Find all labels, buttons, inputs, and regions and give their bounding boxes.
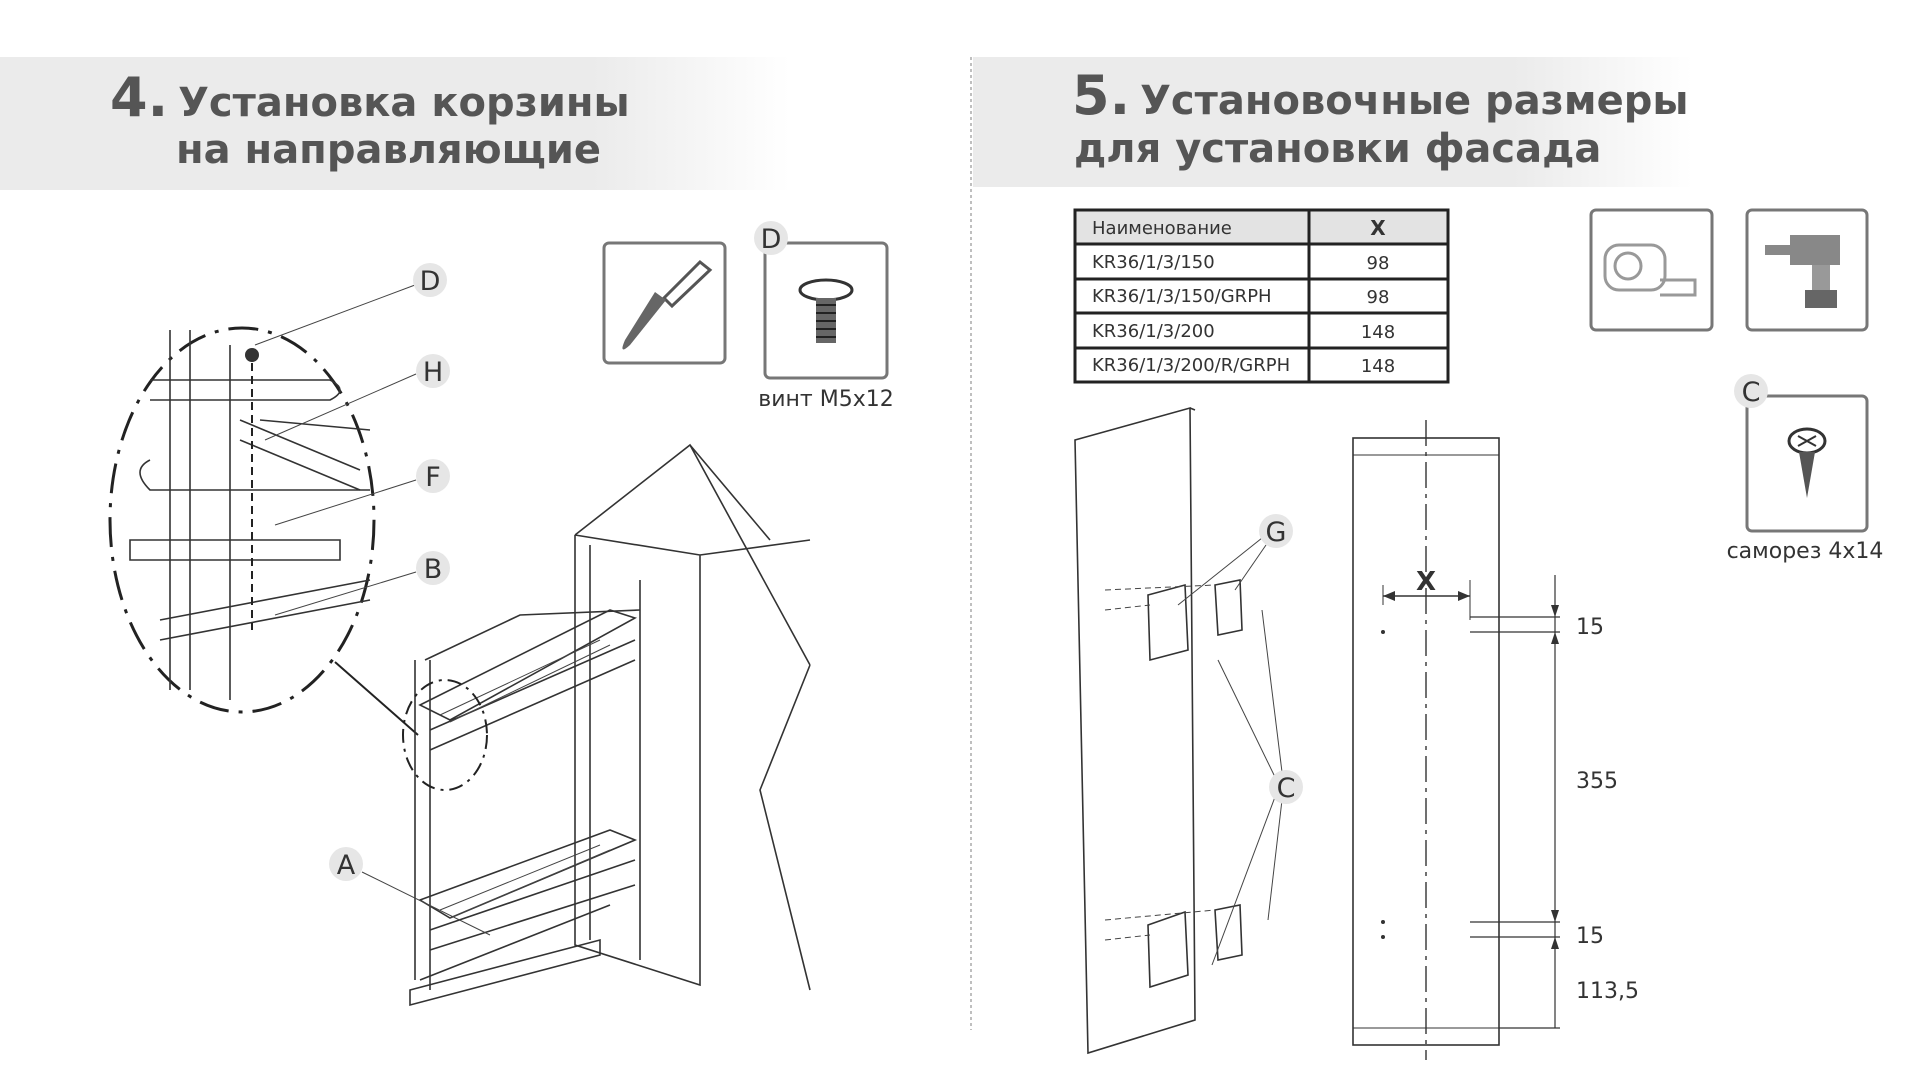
self-tapping-screw-label-badge — [1734, 374, 1768, 408]
section4-number: 4. — [110, 66, 168, 129]
dimension-spacing: 355 — [1576, 769, 1618, 794]
section4-title-line2: на направляющие — [176, 127, 601, 173]
callout-c: C — [1211, 609, 1303, 966]
drill-icon — [1745, 208, 1869, 332]
facade-front-dimensions — [1352, 420, 1560, 1060]
callout-h: H — [264, 354, 450, 441]
svg-text:C: C — [1277, 773, 1296, 804]
svg-text:KR36/1/3/200: KR36/1/3/200 — [1092, 321, 1215, 342]
screw-label: D — [761, 224, 782, 255]
svg-text:H: H — [423, 357, 443, 388]
callout-f: F — [274, 459, 450, 526]
svg-text:D: D — [420, 266, 441, 297]
dimension-x: X — [1416, 567, 1436, 597]
section4-title: 4.Установка корзины — [110, 66, 630, 129]
screwdriver-icon — [602, 241, 727, 365]
dimension-top-offset: 15 — [1576, 615, 1604, 640]
basket-detail-view — [108, 326, 376, 714]
table-row: KR36/1/3/150 98 — [1092, 252, 1389, 274]
dimension-bottom-offset: 15 — [1576, 924, 1604, 949]
section5-title: 5.Установочные размеры — [1072, 64, 1689, 127]
facade-panel — [1074, 406, 1243, 1055]
table-row: KR36/1/3/150/GRPH 98 — [1092, 286, 1389, 308]
callout-b: B — [274, 551, 450, 616]
section4-title-line1: Установка корзины — [178, 80, 630, 126]
table-row: KR36/1/3/200 148 — [1092, 321, 1395, 343]
svg-text:KR36/1/3/150: KR36/1/3/150 — [1092, 252, 1215, 273]
section5-title-line2: для установки фасада — [1074, 126, 1601, 172]
screw-caption: винт М5х12 — [758, 387, 893, 412]
svg-text:KR36/1/3/150/GRPH: KR36/1/3/150/GRPH — [1092, 286, 1272, 307]
svg-text:98: 98 — [1367, 287, 1390, 308]
table-header-x: X — [1370, 216, 1386, 240]
svg-text:A: A — [337, 850, 356, 881]
self-tapping-screw-caption: саморез 4х14 — [1727, 539, 1884, 564]
svg-text:148: 148 — [1361, 322, 1395, 343]
dimension-bottom: 113,5 — [1576, 979, 1639, 1004]
svg-text:G: G — [1266, 517, 1287, 548]
callout-d: D — [254, 263, 447, 346]
svg-text:148: 148 — [1361, 356, 1395, 377]
dimensions-table: Наименование X KR36/1/3/150 98 KR36/1/3/… — [1073, 208, 1450, 384]
svg-text:98: 98 — [1367, 253, 1390, 274]
section4-header-band — [0, 57, 790, 190]
svg-text:F: F — [425, 462, 441, 493]
table-row: KR36/1/3/200/R/GRPH 148 — [1092, 355, 1395, 377]
svg-text:B: B — [424, 554, 443, 585]
detail-leader — [334, 661, 419, 736]
screw-icon — [763, 241, 889, 380]
svg-text:KR36/1/3/200/R/GRPH: KR36/1/3/200/R/GRPH — [1092, 355, 1290, 376]
self-tapping-screw-label: C — [1742, 377, 1761, 408]
screw-label-badge — [754, 221, 788, 255]
callout-a: A — [329, 847, 491, 936]
section5-header-band — [973, 57, 1693, 187]
section5-number: 5. — [1072, 64, 1130, 127]
section5-title-line1: Установочные размеры — [1140, 78, 1688, 124]
cabinet-with-basket — [402, 443, 811, 1007]
callout-g: G — [1177, 514, 1293, 606]
self-tapping-screw-icon — [1745, 394, 1869, 533]
table-header-name: Наименование — [1092, 218, 1232, 239]
tape-measure-icon — [1589, 208, 1714, 332]
